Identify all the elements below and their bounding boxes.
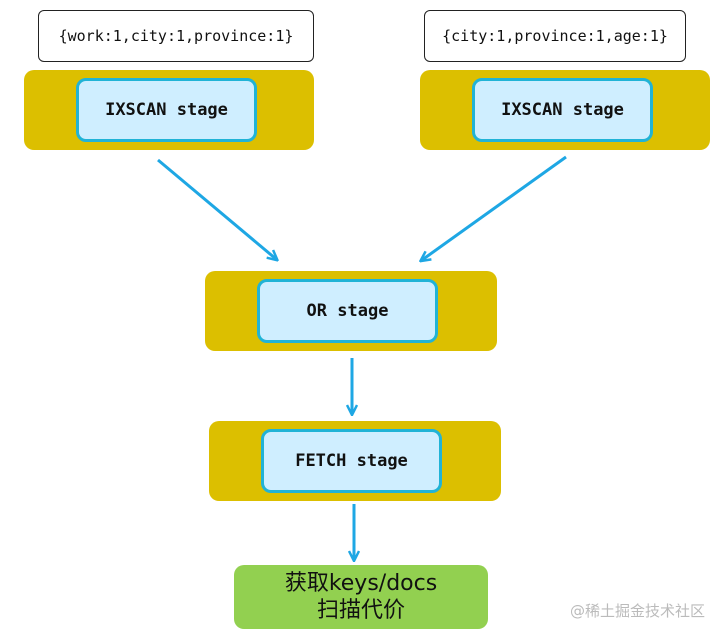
watermark: @稀土掘金技术社区 xyxy=(570,602,706,620)
scan-cost-box: 获取keys/docs 扫描代价 xyxy=(234,565,488,629)
or-stage: OR stage xyxy=(257,279,438,343)
arrow-ixscan-right-to-or xyxy=(422,155,567,260)
index-label-left: {work:1,city:1,province:1} xyxy=(38,10,314,62)
index-label-right: {city:1,province:1,age:1} xyxy=(424,10,686,62)
fetch-stage: FETCH stage xyxy=(261,429,442,493)
scan-cost-line1: 获取keys/docs xyxy=(284,570,438,596)
ixscan-stage-right: IXSCAN stage xyxy=(472,78,653,142)
ixscan-stage-left: IXSCAN stage xyxy=(76,78,257,142)
arrow-ixscan-left-to-or xyxy=(157,158,276,259)
scan-cost-line2: 扫描代价 xyxy=(316,598,405,623)
